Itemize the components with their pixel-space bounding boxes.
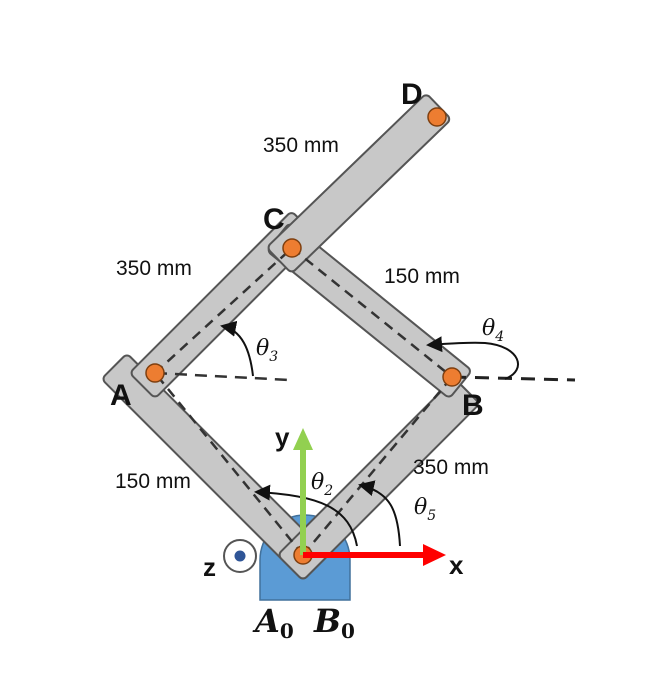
x-axis-arrowhead [423, 544, 446, 566]
z-axis-label: z [203, 552, 216, 582]
y-axis-label: y [275, 422, 290, 452]
z-axis-dot [234, 550, 246, 562]
link-b0-b [278, 379, 479, 580]
reference-line-b [451, 375, 576, 382]
y-axis-arrowhead [293, 428, 313, 450]
label-d: D [401, 78, 423, 111]
joint-b [442, 367, 462, 387]
reference-line-a [154, 371, 291, 382]
centerline-c-b [291, 247, 453, 378]
angle-label-theta2: θ2 [311, 470, 333, 499]
label-b: B [462, 389, 484, 422]
length-a0a: 150 mm [115, 470, 191, 493]
angle-arc-theta5 [358, 480, 401, 547]
length-cb: 150 mm [384, 265, 460, 288]
angle-arc-theta2 [254, 484, 358, 547]
base-label-a0: A0 [252, 602, 294, 643]
angle-label-theta5: θ5 [414, 495, 436, 524]
angle-label-theta3: θ3 [256, 336, 278, 365]
link-c-d [267, 94, 451, 273]
length-b0b: 350 mm [413, 456, 489, 479]
angle-arc-theta4 [426, 336, 519, 380]
centerline-a0-a [154, 372, 304, 556]
label-a: A [110, 379, 132, 412]
centerline-b0-b [302, 376, 453, 556]
length-ac: 350 mm [116, 257, 192, 280]
x-axis-label: x [449, 550, 464, 580]
angle-label-theta4: θ4 [482, 316, 504, 345]
base-label-b0: B0 [313, 602, 355, 643]
joint-a [145, 363, 165, 383]
centerline-a-c [154, 247, 293, 374]
joint-c [282, 238, 302, 258]
length-cd: 350 mm [263, 134, 339, 157]
label-c: C [263, 203, 285, 236]
joint-d [427, 107, 447, 127]
angle-arc-theta3 [220, 320, 254, 377]
